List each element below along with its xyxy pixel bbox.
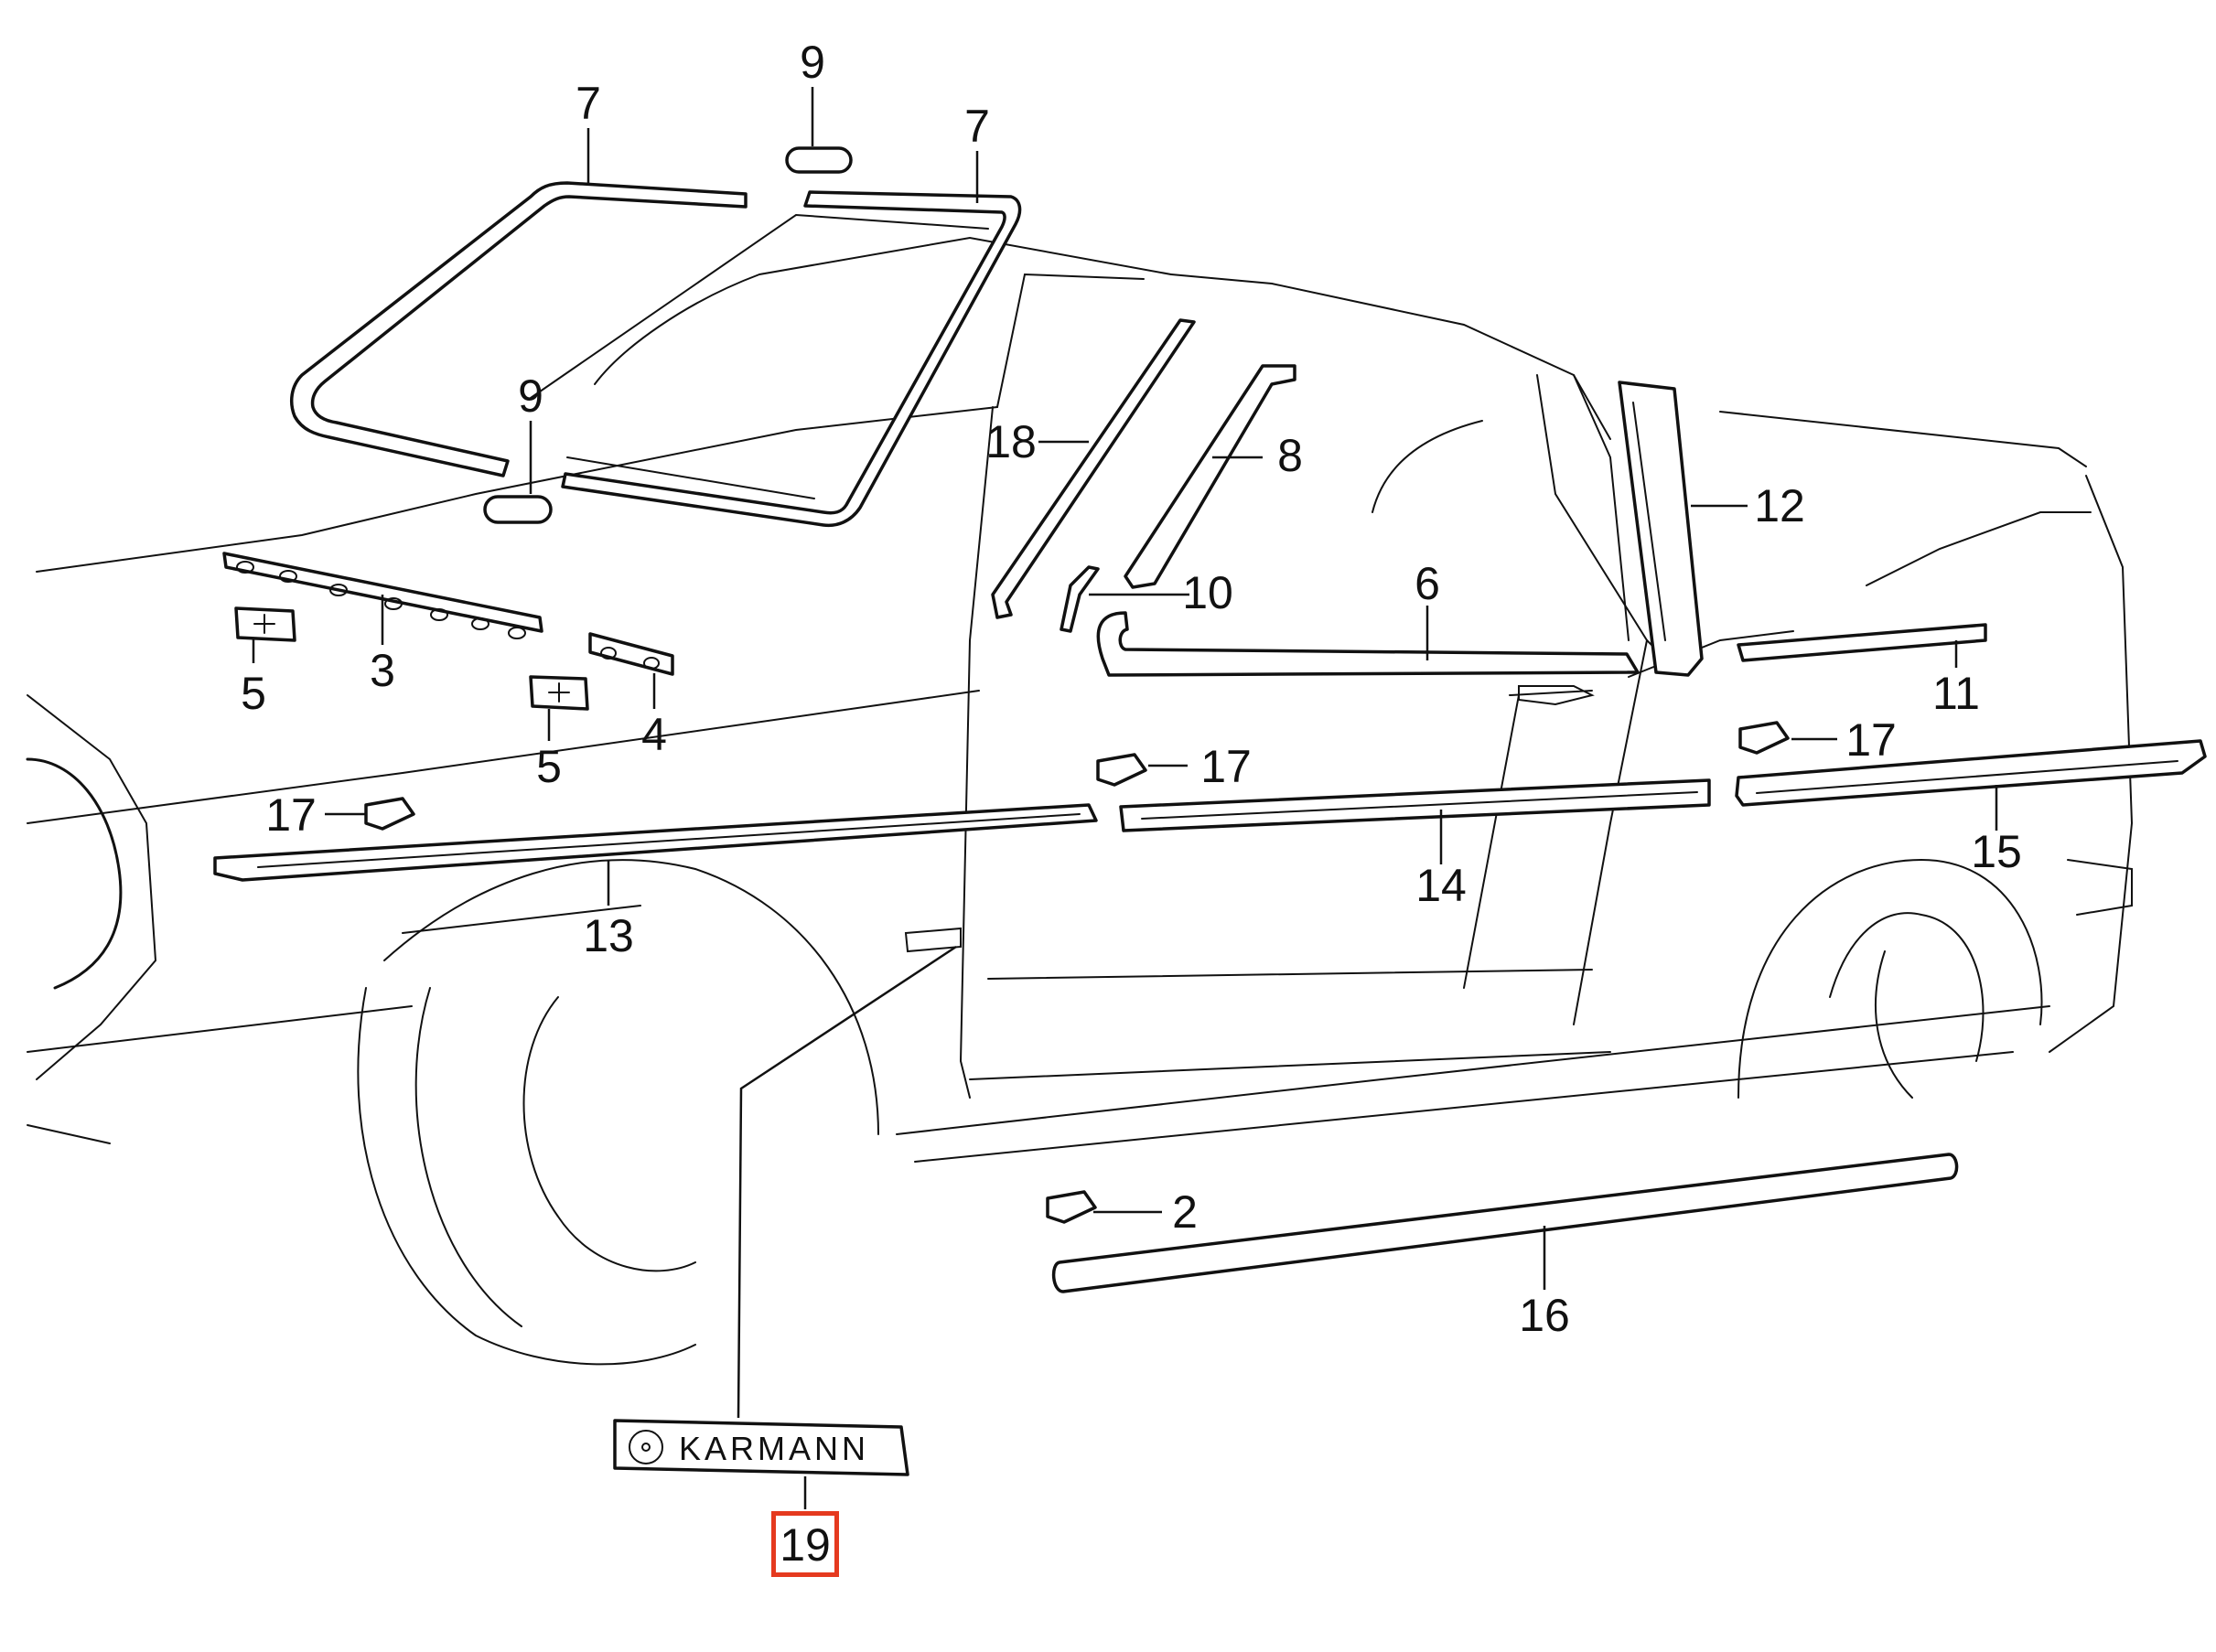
trim-strips-3-4 xyxy=(222,552,674,711)
callout-6: 6 xyxy=(1415,558,1440,609)
callout-3: 3 xyxy=(370,645,395,696)
callout-14: 14 xyxy=(1415,860,1467,911)
side-moldings xyxy=(213,739,2207,1293)
callout-7-right: 7 xyxy=(964,101,990,152)
callout-17-right: 17 xyxy=(1845,714,1897,766)
callout-labels: 7 9 7 9 18 8 12 10 6 11 5 3 5 4 17 17 17… xyxy=(241,37,2022,1571)
windshield-seal xyxy=(289,146,1022,528)
callout-8: 8 xyxy=(1277,430,1303,481)
badge-text: KARMANN xyxy=(679,1430,869,1467)
callout-17-middle: 17 xyxy=(1200,741,1252,792)
callout-2: 2 xyxy=(1172,1186,1198,1238)
callout-7-left: 7 xyxy=(576,78,601,129)
karmann-badge: KARMANN xyxy=(613,1419,909,1476)
leader-lines xyxy=(252,87,1998,1509)
callout-9-lower: 9 xyxy=(518,370,543,422)
callout-9-top: 9 xyxy=(800,37,825,88)
door-frame-seals xyxy=(991,318,1987,696)
callout-13: 13 xyxy=(583,910,634,961)
clips xyxy=(364,721,1790,1224)
callout-18: 18 xyxy=(985,416,1037,467)
callout-12: 12 xyxy=(1754,480,1805,531)
callout-16: 16 xyxy=(1519,1290,1570,1341)
callout-19: 19 xyxy=(780,1519,831,1571)
callout-19-highlight-box xyxy=(771,1511,839,1577)
callout-10: 10 xyxy=(1182,567,1233,618)
callout-4: 4 xyxy=(641,709,667,760)
callout-11: 11 xyxy=(1932,668,1980,719)
callout-17-left: 17 xyxy=(265,789,317,841)
callout-5-left: 5 xyxy=(241,668,266,719)
callout-5-right: 5 xyxy=(536,741,562,792)
callout-15: 15 xyxy=(1971,826,2022,877)
